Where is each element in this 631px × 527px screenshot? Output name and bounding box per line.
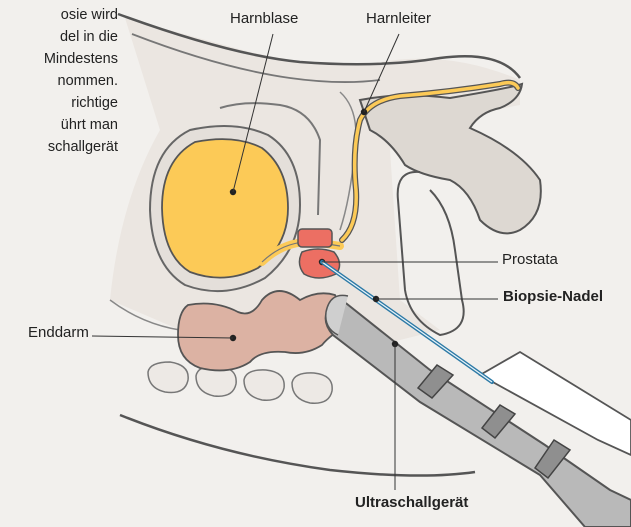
- buttock-curve: [120, 415, 475, 476]
- vertebra: [148, 362, 188, 393]
- label-enddarm: Enddarm: [28, 324, 89, 341]
- label-prostata: Prostata: [502, 251, 558, 268]
- label-biopsie-nadel: Biopsie-Nadel: [503, 288, 603, 305]
- vertebra: [292, 373, 332, 403]
- rectum: [178, 291, 348, 370]
- label-ultraschallgeraet: Ultraschallgerät: [355, 494, 468, 511]
- label-harnleiter: Harnleiter: [366, 10, 431, 27]
- vertebra: [244, 370, 284, 400]
- prostate-upper: [298, 229, 332, 247]
- label-harnblase: Harnblase: [230, 10, 298, 27]
